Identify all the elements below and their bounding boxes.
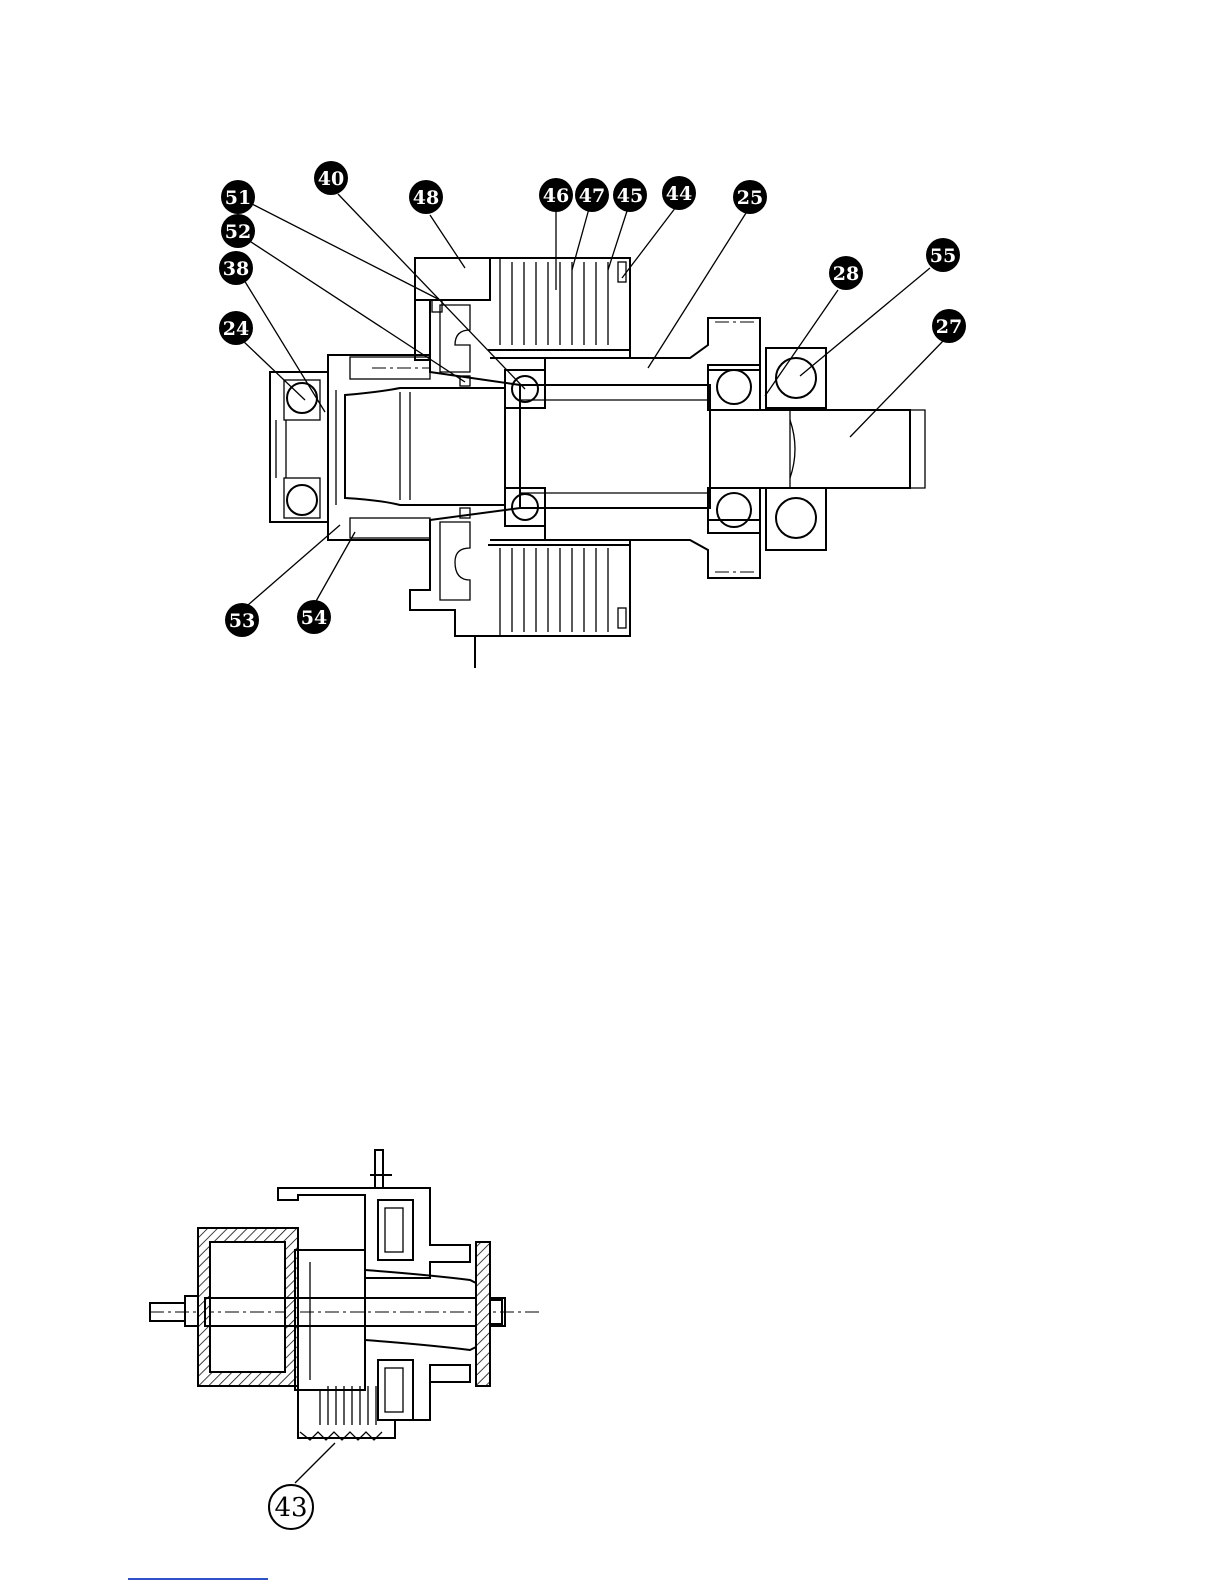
callout-40: 40 bbox=[314, 161, 348, 195]
svg-text:38: 38 bbox=[223, 258, 249, 280]
svg-text:28: 28 bbox=[833, 263, 859, 285]
svg-text:40: 40 bbox=[318, 168, 344, 190]
callout-25: 25 bbox=[733, 180, 767, 214]
svg-text:45: 45 bbox=[617, 185, 643, 207]
svg-text:48: 48 bbox=[413, 187, 439, 209]
svg-text:46: 46 bbox=[543, 185, 569, 207]
svg-text:24: 24 bbox=[223, 318, 249, 340]
svg-text:54: 54 bbox=[301, 607, 327, 629]
callout-24: 24 bbox=[219, 311, 253, 345]
callout-52: 52 bbox=[221, 214, 255, 248]
callout-28: 28 bbox=[829, 256, 863, 290]
callout-55: 55 bbox=[926, 238, 960, 272]
callout-43: 43 bbox=[269, 1485, 313, 1529]
callout-47: 47 bbox=[575, 178, 609, 212]
brake-assembly-section-drawing bbox=[150, 1150, 540, 1440]
callout-27: 27 bbox=[932, 309, 966, 343]
svg-text:43: 43 bbox=[274, 1493, 307, 1523]
callout-53: 53 bbox=[225, 603, 259, 637]
clutch-assembly-section-drawing bbox=[270, 258, 925, 668]
callout-38: 38 bbox=[219, 251, 253, 285]
callout-51: 51 bbox=[221, 180, 255, 214]
svg-text:44: 44 bbox=[666, 183, 692, 205]
callout-54: 54 bbox=[297, 600, 331, 634]
footer-link-underline[interactable] bbox=[128, 1578, 268, 1580]
leader-line-43 bbox=[295, 1443, 335, 1483]
svg-text:53: 53 bbox=[229, 610, 255, 632]
svg-text:55: 55 bbox=[930, 245, 956, 267]
svg-text:51: 51 bbox=[225, 187, 251, 209]
svg-text:52: 52 bbox=[225, 221, 251, 243]
svg-text:47: 47 bbox=[579, 185, 605, 207]
callout-44: 44 bbox=[662, 176, 696, 210]
callout-48: 48 bbox=[409, 180, 443, 214]
svg-text:25: 25 bbox=[737, 187, 763, 209]
svg-text:27: 27 bbox=[936, 316, 962, 338]
callout-46: 46 bbox=[539, 178, 573, 212]
callout-45: 45 bbox=[613, 178, 647, 212]
